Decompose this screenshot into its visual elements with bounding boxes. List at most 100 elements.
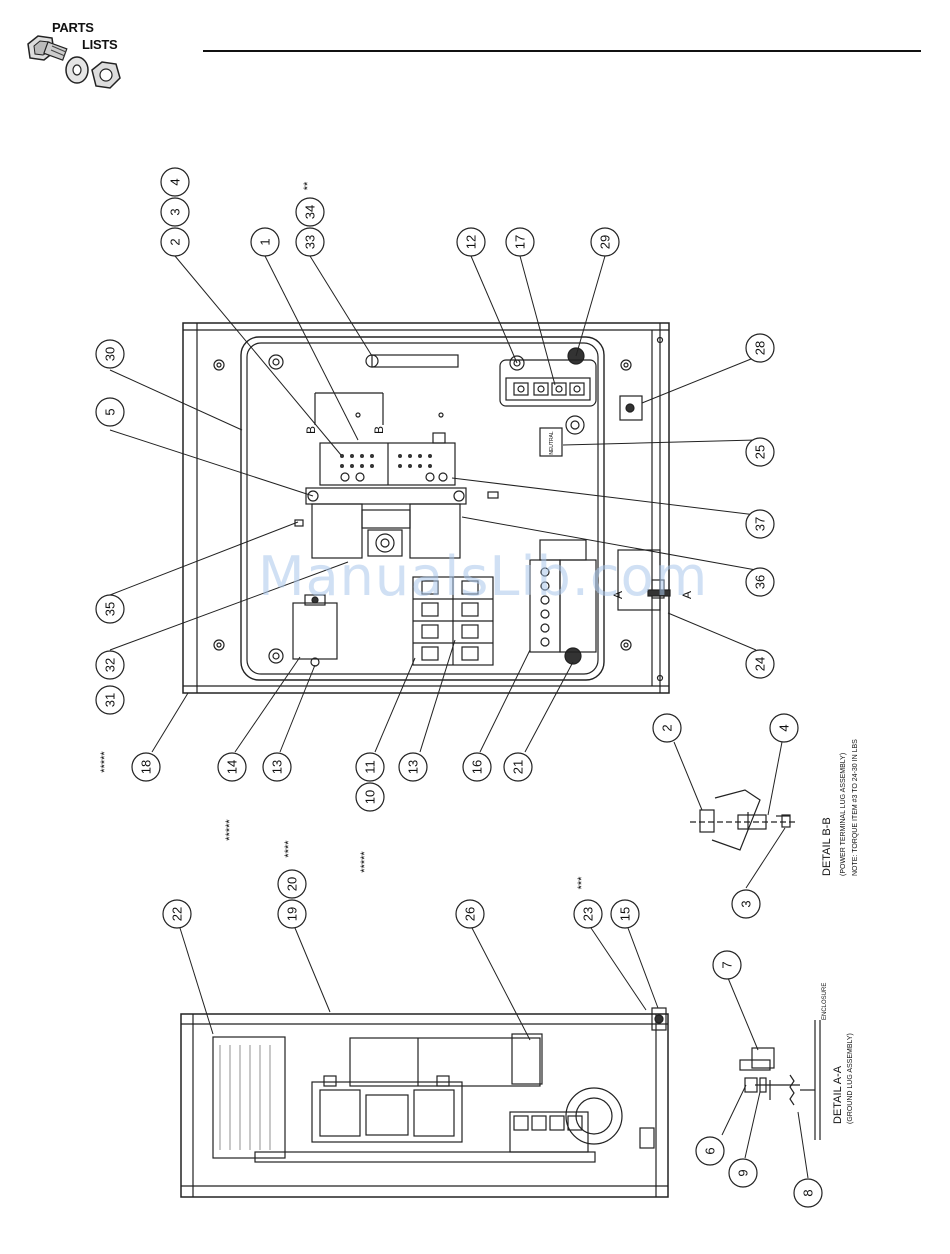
nut-icon bbox=[91, 61, 121, 89]
callout-number: 2 bbox=[168, 238, 183, 245]
callout-number: 13 bbox=[270, 760, 285, 774]
detail-aa-title: DETAIL A-A bbox=[832, 1065, 844, 1124]
mounting-hole bbox=[213, 639, 225, 651]
callout-circle bbox=[652, 713, 682, 743]
callout-number: 29 bbox=[598, 235, 613, 249]
callout-circle bbox=[162, 899, 192, 929]
neutral-label: NEUTRAL bbox=[549, 431, 555, 455]
callout-circle bbox=[95, 594, 125, 624]
callout-number: 26 bbox=[463, 907, 478, 921]
callout-number: 6 bbox=[703, 1147, 718, 1154]
callout-number: 21 bbox=[511, 760, 526, 774]
callout-number: 34 bbox=[303, 205, 318, 219]
callout-circle bbox=[95, 397, 125, 427]
callout-number: 11 bbox=[363, 760, 378, 774]
bolt-icon bbox=[27, 35, 68, 61]
section-mark-a: A bbox=[611, 591, 625, 599]
section-mark-b: B bbox=[372, 426, 386, 434]
callout-number: 19 bbox=[285, 907, 300, 921]
callout-circle bbox=[745, 437, 775, 467]
callout-number: 33 bbox=[303, 235, 318, 249]
callout-number: 9 bbox=[736, 1169, 751, 1176]
section-mark-b: B bbox=[304, 426, 318, 434]
detail-aa-enclosure-label: ENCLOSURE bbox=[822, 983, 828, 1020]
callout-number: 18 bbox=[139, 760, 154, 774]
callout-circle bbox=[462, 752, 492, 782]
callout-number: 31 bbox=[103, 693, 118, 707]
callout-number: 3 bbox=[168, 208, 183, 215]
callout-circle bbox=[610, 899, 640, 929]
enclosure-front-view bbox=[182, 322, 671, 694]
header-title-line1: PARTS bbox=[52, 20, 94, 35]
callout-number: 28 bbox=[753, 341, 768, 355]
callout-circle bbox=[712, 950, 742, 980]
note-asterisks: ***** bbox=[359, 851, 371, 873]
mounting-hole bbox=[620, 359, 632, 371]
callout-circle bbox=[277, 899, 307, 929]
callout-number: 8 bbox=[801, 1189, 816, 1196]
callout-circle bbox=[131, 752, 161, 782]
callout-circle bbox=[160, 227, 190, 257]
callout-circle bbox=[250, 227, 280, 257]
callout-number: 7 bbox=[720, 961, 735, 968]
callout-number: 5 bbox=[103, 408, 118, 415]
header-rule bbox=[203, 50, 921, 52]
callout-circle bbox=[573, 899, 603, 929]
callout-circle bbox=[793, 1178, 823, 1208]
note-asterisks: *** bbox=[576, 876, 588, 890]
section-mark-a: A bbox=[680, 591, 694, 599]
detail-bb-title: DETAIL B-B bbox=[821, 817, 833, 876]
callout-number: 30 bbox=[103, 347, 118, 361]
callout-number: 1 bbox=[258, 238, 273, 245]
callout-circle bbox=[95, 339, 125, 369]
callout-circle bbox=[590, 227, 620, 257]
mounting-hole bbox=[213, 359, 225, 371]
washer-icon bbox=[65, 56, 89, 84]
callout-circle bbox=[456, 227, 486, 257]
callout-number: 22 bbox=[170, 907, 185, 921]
mounting-hole bbox=[620, 639, 632, 651]
callout-number: 13 bbox=[406, 760, 421, 774]
callout-number: 17 bbox=[513, 235, 528, 249]
callout-circle bbox=[398, 752, 428, 782]
parts-lists-logo bbox=[27, 35, 121, 89]
callout-number: 12 bbox=[464, 235, 479, 249]
callout-circle bbox=[503, 752, 533, 782]
leader-lines bbox=[109, 255, 809, 1179]
callout-circle bbox=[295, 197, 325, 227]
detail-bb-drawing bbox=[690, 789, 795, 851]
callout-number: 35 bbox=[103, 602, 118, 616]
callout-circle bbox=[355, 782, 385, 812]
detail-aa-drawing bbox=[739, 1020, 821, 1140]
callout-number: 37 bbox=[753, 517, 768, 531]
callout-circle bbox=[728, 1158, 758, 1188]
callout-circle bbox=[745, 333, 775, 363]
callout-circle bbox=[455, 899, 485, 929]
callout-number: 10 bbox=[363, 790, 378, 804]
callout-number: 23 bbox=[581, 907, 596, 921]
callout-circle bbox=[95, 685, 125, 715]
callout-circle bbox=[355, 752, 385, 782]
callout-number: 16 bbox=[470, 760, 485, 774]
callout-number: 24 bbox=[753, 657, 768, 671]
callout-number: 4 bbox=[168, 178, 183, 185]
note-asterisks: ***** bbox=[224, 819, 236, 841]
callout-number: 20 bbox=[285, 877, 300, 891]
callout-circle bbox=[95, 650, 125, 680]
callout-circle bbox=[505, 227, 535, 257]
callout-circle bbox=[217, 752, 247, 782]
callout-circle bbox=[262, 752, 292, 782]
enclosure-side-view bbox=[180, 1007, 669, 1198]
callout-number: 36 bbox=[753, 575, 768, 589]
callout-number: 25 bbox=[753, 445, 768, 459]
callout-number: 4 bbox=[777, 724, 792, 731]
callout-number: 14 bbox=[225, 760, 240, 774]
callout-circle bbox=[745, 509, 775, 539]
note-asterisks: ***** bbox=[99, 751, 111, 773]
detail-bb-subtitle: (POWER TERMINAL LUG ASSEMBLY) bbox=[840, 753, 847, 876]
callout-number: 3 bbox=[739, 900, 754, 907]
callout-circle bbox=[769, 713, 799, 743]
callout-number: 15 bbox=[618, 907, 633, 921]
watermark: ManualsLib.com bbox=[258, 545, 709, 608]
